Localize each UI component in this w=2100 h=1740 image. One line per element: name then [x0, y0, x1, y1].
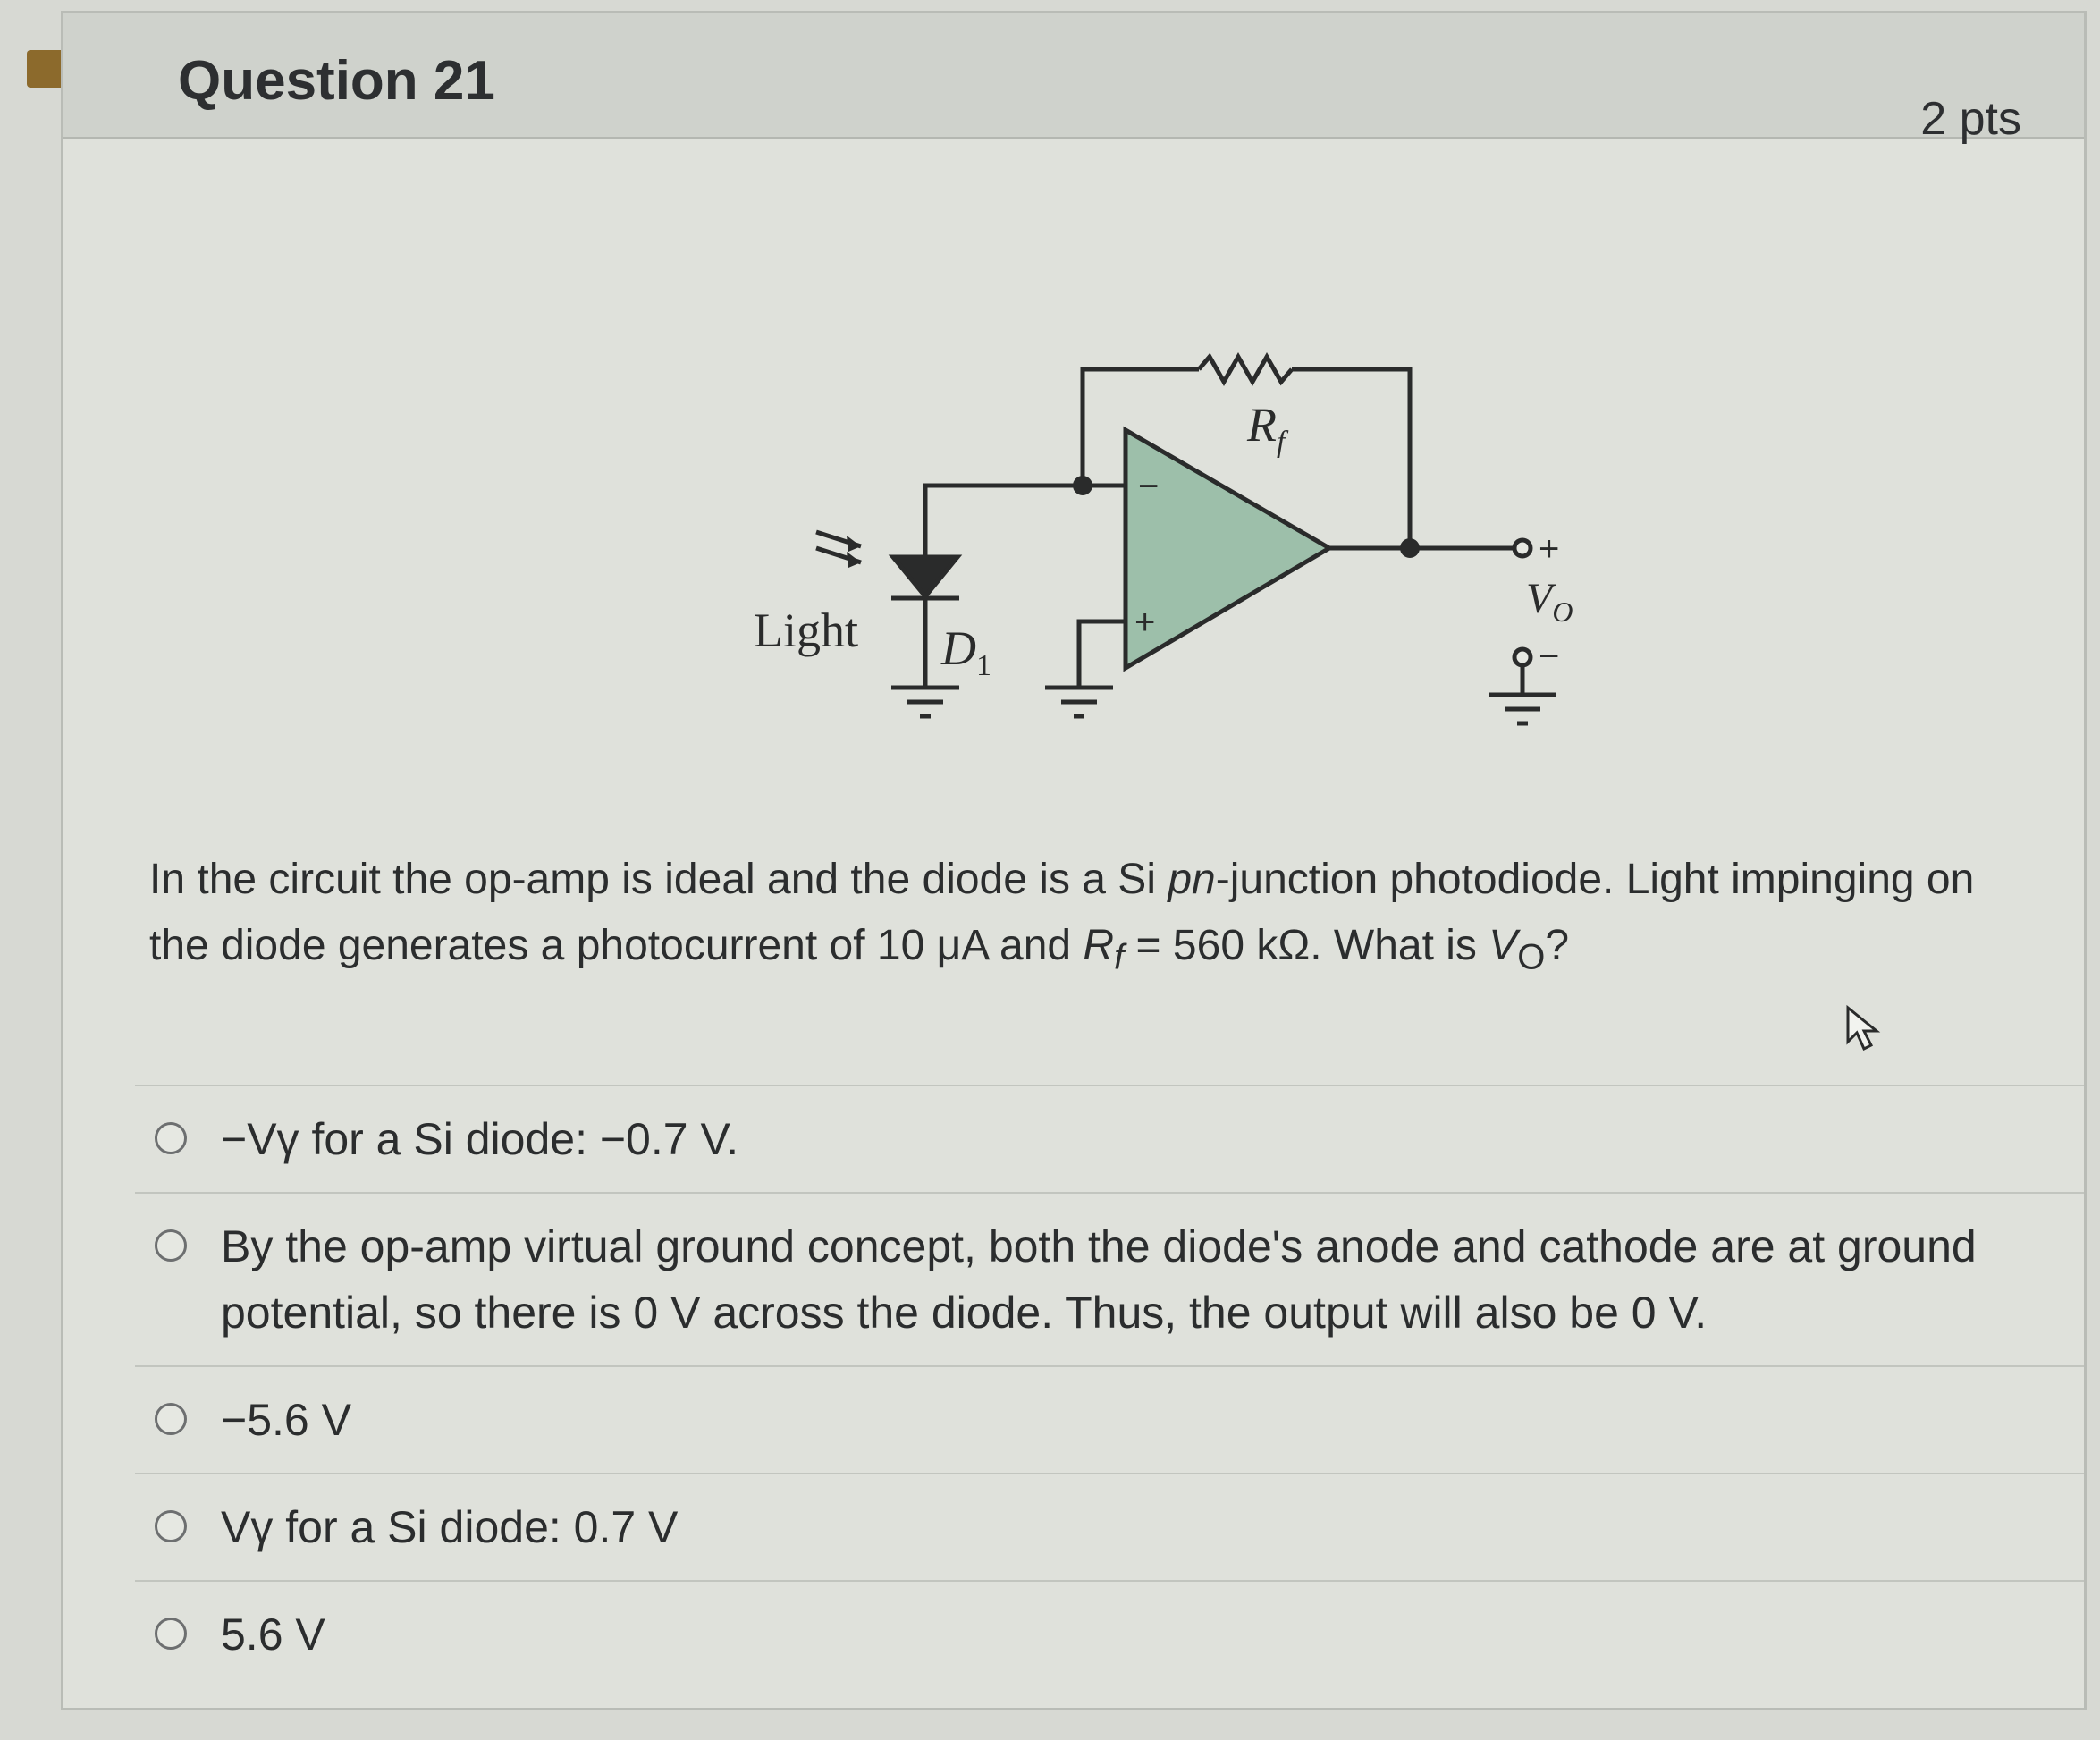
answer-label: 5.6 V	[221, 1609, 325, 1660]
answer-option[interactable]: −5.6 V	[135, 1365, 2084, 1473]
answer-label: −Vγ for a Si diode: −0.7 V.	[221, 1114, 739, 1164]
mouse-cursor-icon	[1846, 1004, 1881, 1052]
answer-label: −5.6 V	[221, 1395, 351, 1445]
answer-option[interactable]: Vγ for a Si diode: 0.7 V	[135, 1473, 2084, 1580]
output-label: VO	[1526, 575, 1573, 628]
radio-button-icon[interactable]	[155, 1229, 187, 1262]
answer-option[interactable]: By the op-amp virtual ground concept, bo…	[135, 1192, 2084, 1365]
feedback-wire-right	[1292, 367, 1413, 548]
question-points: 2 pts	[1920, 93, 2021, 145]
answer-label: By the op-amp virtual ground concept, bo…	[221, 1221, 1977, 1338]
question-title: Question 21	[178, 50, 495, 112]
answer-list: −Vγ for a Si diode: −0.7 V. By the op-am…	[135, 1085, 2084, 1687]
radio-button-icon[interactable]	[155, 1403, 187, 1435]
question-card: Question 21 2 pts	[61, 11, 2087, 1710]
answer-option[interactable]: −Vγ for a Si diode: −0.7 V.	[135, 1085, 2084, 1192]
inverting-input-label: −	[1138, 467, 1159, 506]
diode-label: D1	[940, 621, 991, 682]
radio-button-icon[interactable]	[155, 1510, 187, 1542]
opamp-symbol	[1123, 426, 1334, 672]
inverting-wire	[923, 483, 1126, 557]
question-text: In the circuit the op-amp is ideal and t…	[149, 856, 1975, 977]
circuit-diagram: Light D1 Rf VO − + + −	[754, 351, 1573, 726]
resistor-rf	[1197, 351, 1294, 387]
answer-option[interactable]: 5.6 V	[135, 1580, 2084, 1687]
noninverting-wire	[1076, 619, 1126, 688]
photodiode-symbol	[888, 554, 963, 600]
question-header: Question 21 2 pts	[63, 13, 2084, 145]
output-plus-label: +	[1539, 529, 1559, 569]
radio-button-icon[interactable]	[155, 1618, 187, 1650]
feedback-wire	[1080, 367, 1199, 486]
noninverting-input-label: +	[1134, 603, 1155, 642]
answer-label: Vγ for a Si diode: 0.7 V	[221, 1502, 679, 1552]
light-label: Light	[754, 604, 858, 657]
radio-button-icon[interactable]	[155, 1122, 187, 1154]
resistor-label: Rf	[1246, 398, 1289, 459]
output-minus-label: −	[1539, 637, 1559, 676]
